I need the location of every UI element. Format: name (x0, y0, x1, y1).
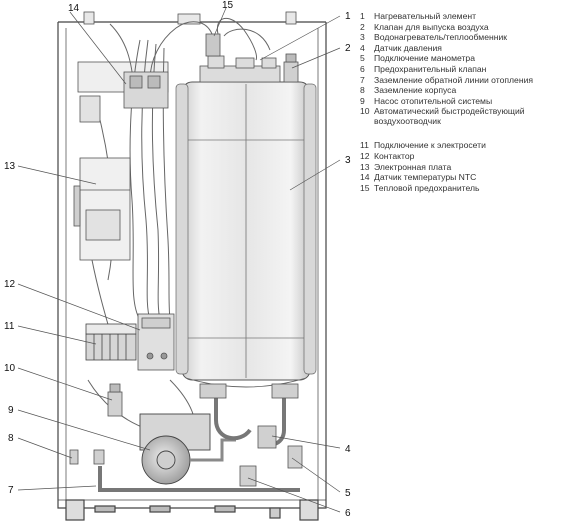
callout-9: 9 (8, 405, 14, 416)
heater-tank (175, 81, 317, 388)
callout-1: 1 (345, 11, 351, 22)
callout-10: 10 (4, 363, 16, 374)
auto-air-vent (107, 383, 123, 417)
ntc-sensor (123, 71, 169, 109)
callout-7: 7 (8, 485, 14, 496)
callout-2: 2 (345, 43, 351, 54)
callout-12: 12 (4, 279, 16, 290)
callout-4: 4 (345, 444, 351, 455)
terminal-block (85, 323, 137, 361)
leader-lines (17, 7, 341, 513)
top-brackets (83, 11, 297, 25)
callout-14: 14 (68, 3, 80, 14)
bottom-fittings (69, 383, 303, 487)
callout-13: 13 (4, 161, 16, 172)
callout-6: 6 (345, 508, 351, 519)
contactor (137, 313, 175, 371)
electronic-board (73, 157, 131, 261)
thermal-fuse (205, 33, 221, 57)
heating-element (199, 55, 281, 83)
legend-spacer (360, 126, 565, 140)
callout-labels: 1 2 3 4 5 6 7 8 9 10 11 12 13 14 15 (4, 0, 351, 519)
callout-15: 15 (222, 0, 234, 11)
callout-8: 8 (8, 433, 14, 444)
callout-3: 3 (345, 155, 351, 166)
circulation-pump (139, 413, 236, 485)
boiler-housing (57, 21, 327, 521)
callout-11: 11 (4, 321, 15, 332)
air-vent-valve (283, 53, 299, 83)
callout-5: 5 (345, 488, 351, 499)
